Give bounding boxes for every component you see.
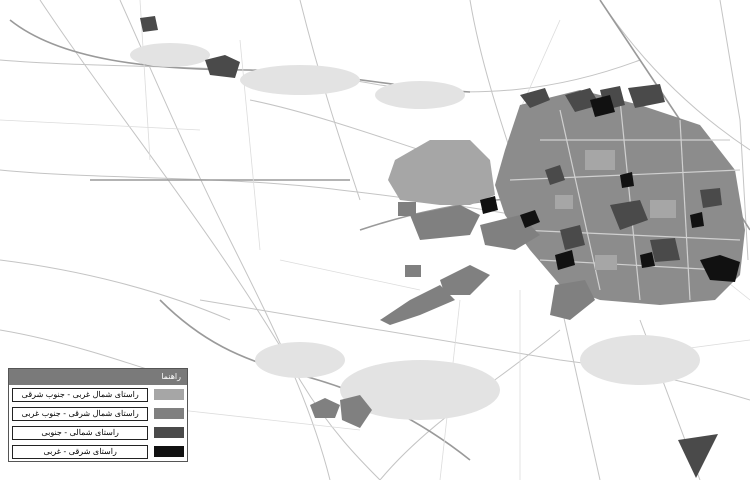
parcel	[405, 265, 421, 277]
parcel	[550, 280, 595, 320]
road-line	[0, 259, 231, 321]
built-up-areas	[130, 43, 700, 420]
built-up-area	[340, 360, 500, 420]
parcel	[628, 84, 665, 108]
city-zone	[495, 90, 745, 305]
road-line	[559, 299, 601, 480]
parcel	[610, 200, 648, 230]
parcel	[520, 210, 540, 228]
legend-item-n-s: راستای شمالی - جنوبی	[9, 423, 187, 442]
road-line	[139, 0, 151, 161]
built-up-area	[375, 81, 465, 109]
parcel	[398, 202, 416, 216]
parcel	[140, 16, 158, 32]
parcel	[555, 195, 573, 209]
parcel	[545, 165, 565, 185]
legend-swatch	[154, 408, 184, 419]
legend-item-e-w: راستای شرقی - غربی	[9, 442, 187, 461]
road-line	[119, 0, 331, 480]
road-line	[239, 39, 261, 251]
legend-label: راستای شمالی - جنوبی	[12, 425, 149, 440]
road-line	[39, 0, 381, 480]
parcel	[595, 255, 617, 270]
parcel	[678, 434, 718, 478]
road-line	[719, 0, 749, 261]
built-up-area	[240, 65, 360, 95]
map-legend: راهنما راستای شمال غربی - جنوب شرقی راست…	[8, 368, 188, 462]
parcel	[380, 285, 455, 325]
legend-label: راستای شرقی - غربی	[12, 444, 149, 459]
parcel	[640, 252, 655, 268]
parcel	[650, 238, 680, 262]
legend-swatch	[154, 427, 184, 438]
road-line	[619, 99, 641, 301]
parcel	[340, 395, 372, 428]
parcel	[520, 88, 550, 108]
parcel	[440, 265, 490, 295]
parcel	[700, 255, 740, 282]
road-line	[199, 299, 750, 401]
road-line	[179, 409, 361, 431]
legend-swatch	[154, 446, 184, 457]
e-w-parcels	[480, 95, 740, 282]
parcel	[205, 55, 240, 78]
road-line	[0, 59, 641, 93]
parcel	[585, 150, 615, 170]
built-up-area	[580, 335, 700, 385]
road-line	[249, 99, 421, 151]
parcel	[565, 88, 600, 112]
parcel	[388, 140, 495, 205]
nw-se-parcels	[388, 140, 676, 270]
parcel	[555, 250, 575, 270]
parcel	[410, 205, 480, 240]
parcel	[560, 225, 585, 250]
parcel	[690, 212, 704, 228]
parcel	[590, 95, 615, 117]
legend-label: راستای شمال غربی - جنوب شرقی	[12, 387, 149, 402]
legend-label: راستای شمال شرقی - جنوب غربی	[12, 406, 149, 421]
road-line	[519, 229, 741, 241]
road-line	[279, 259, 421, 291]
built-up-area	[255, 342, 345, 378]
road-line	[299, 0, 361, 201]
parcel	[310, 398, 340, 418]
built-up-area	[130, 43, 210, 67]
parcel	[480, 196, 498, 214]
legend-item-nw-se: راستای شمال غربی - جنوب شرقی	[9, 385, 187, 404]
parcel	[620, 172, 634, 188]
parcel	[650, 200, 676, 218]
road-line	[679, 119, 691, 301]
legend-swatch	[154, 389, 184, 400]
road-line	[0, 119, 201, 131]
legend-item-ne-sw: راستای شمال شرقی - جنوب غربی	[9, 404, 187, 423]
ne-sw-parcels	[310, 202, 595, 428]
parcel	[700, 188, 722, 208]
n-s-parcels	[140, 16, 722, 478]
legend-title: راهنما	[9, 369, 187, 385]
